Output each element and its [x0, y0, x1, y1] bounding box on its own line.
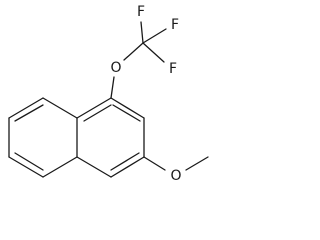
- atom-label-f-right-bottom: F: [169, 61, 177, 77]
- bond-c-f-top: [140, 21, 144, 44]
- bond-c1-c2-double: [112, 104, 141, 122]
- bond-o-ch3: [185, 156, 209, 171]
- bond-c3-o-bottom: [143, 156, 166, 171]
- bond-c6-c5-double: [14, 152, 44, 171]
- atom-labels: F F F O O: [110, 4, 181, 184]
- bond-c-o-top: [123, 42, 144, 61]
- bond-c8a-c8: [42, 97, 78, 119]
- bond-c6-c5: [8, 156, 44, 178]
- bond-c5-c4a: [42, 156, 78, 178]
- bond-c8a-c1: [76, 97, 112, 119]
- bond-c3-c4: [110, 156, 145, 178]
- bonds: [8, 21, 209, 178]
- bond-c3-c4-double: [110, 152, 140, 171]
- atom-label-f-top: F: [137, 4, 145, 20]
- bond-c-f-right-top: [142, 28, 167, 44]
- atom-label-o-top: O: [110, 60, 121, 76]
- bond-c8-c7: [8, 97, 44, 119]
- bond-c8a-c1-double: [83, 104, 112, 122]
- atom-label-f-right-top: F: [171, 17, 179, 33]
- structure-diagram: F F F O O: [8, 4, 209, 184]
- bond-c1-c2: [110, 97, 145, 119]
- bond-o-c1: [110, 76, 115, 99]
- atom-label-o-bottom: O: [170, 168, 181, 184]
- bond-c-f-right-bottom: [142, 42, 165, 63]
- bond-c4-c4a: [76, 156, 112, 178]
- bond-c8-c7-double: [14, 104, 44, 122]
